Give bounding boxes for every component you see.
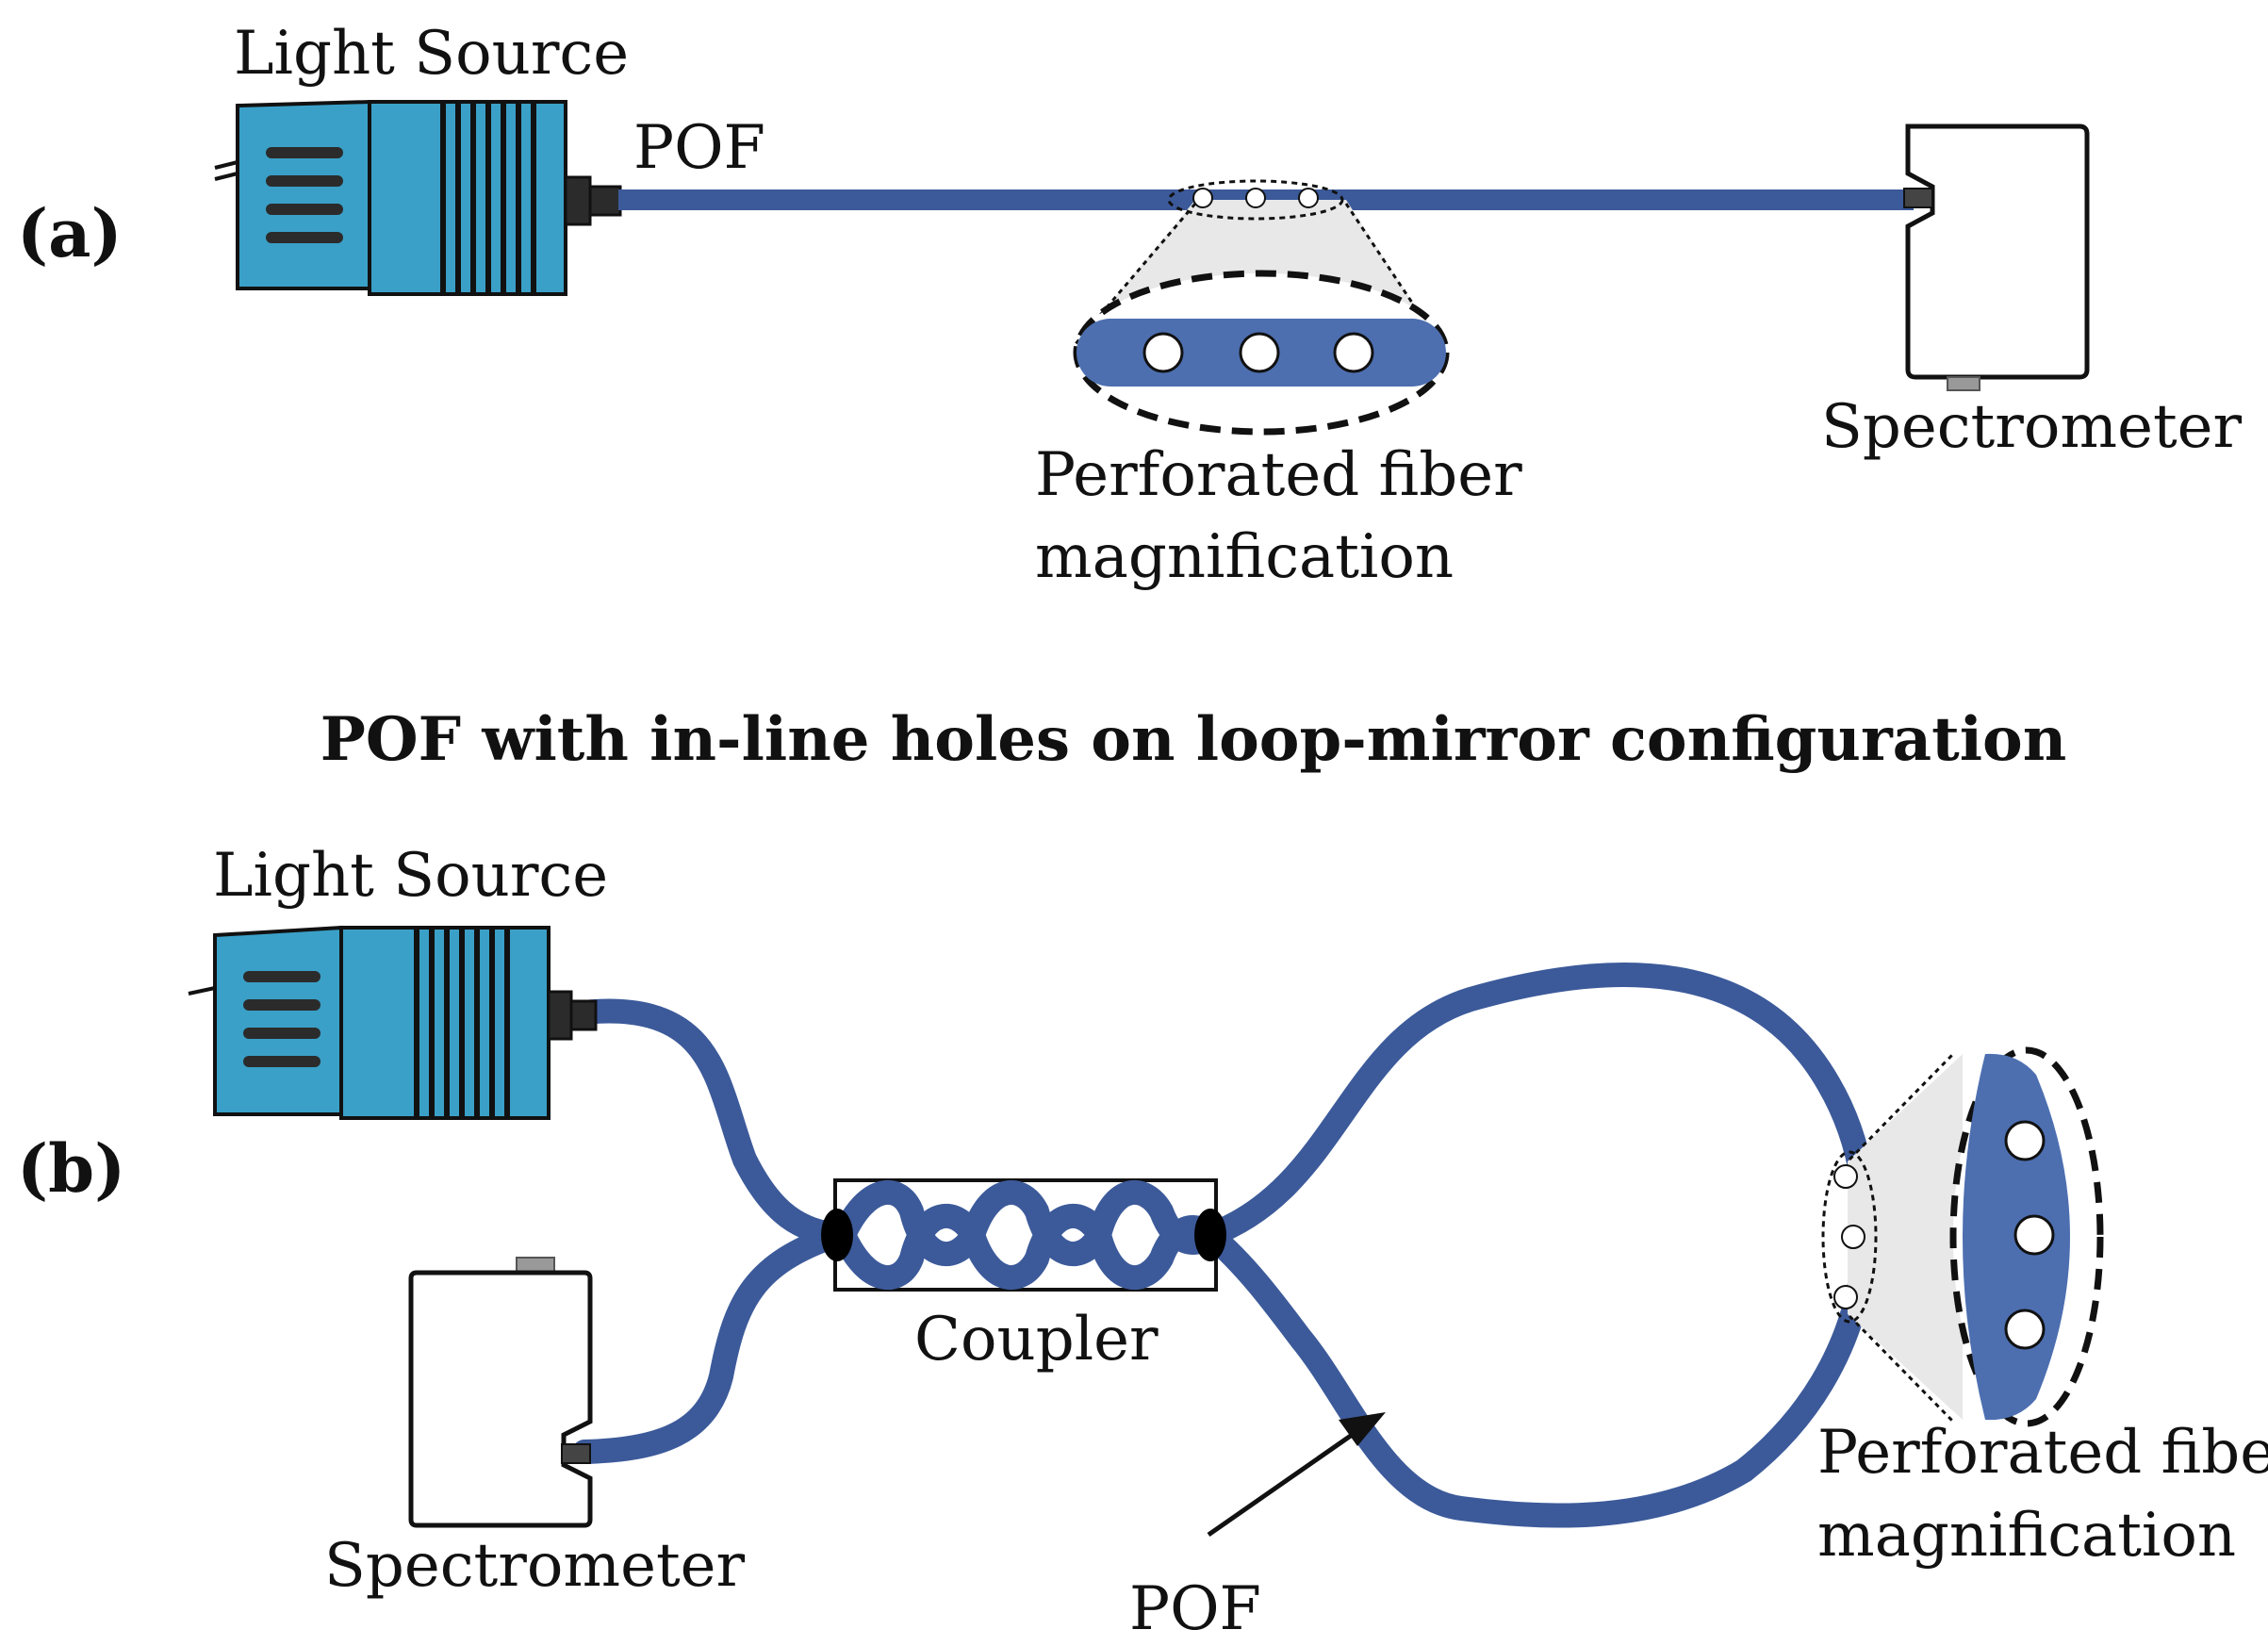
- light-source-b-label: Light Source: [213, 841, 608, 911]
- spectrometer-b: [408, 1257, 593, 1528]
- magnifier-b-label-line1: Perforated fiber: [1817, 1418, 2268, 1488]
- spectrometer-a: [1903, 123, 2090, 391]
- coupler: [821, 1178, 1226, 1292]
- spectrometer-b-label: Spectrometer: [324, 1531, 746, 1601]
- magnifier-a: [1073, 179, 1450, 436]
- spectrometer-a-label: Spectrometer: [1821, 392, 2243, 462]
- fiber-b-label: POF: [1129, 1574, 1261, 1644]
- pof-arrow: [1207, 1412, 1386, 1538]
- magnifier-a-label-line1: Perforated fiber: [1035, 440, 1522, 510]
- fiber-b: [570, 963, 1879, 1528]
- light-source-a-label: Light Source: [234, 19, 629, 89]
- coupler-label: Coupler: [914, 1305, 1159, 1374]
- configuration-heading: POF with in-line holes on loop-mirror co…: [320, 704, 2066, 775]
- light-source-b: [188, 925, 598, 1120]
- light-source-a: [214, 99, 622, 296]
- magnifier-b: [1821, 1046, 2104, 1427]
- magnifier-b-label-line2: magnification: [1817, 1501, 2236, 1571]
- panel-a-label: (a): [17, 194, 123, 272]
- magnifier-a-label-line2: magnification: [1035, 522, 1454, 592]
- panel-b: (b): [17, 841, 2268, 1644]
- panel-a: (a) Light Source P: [17, 19, 2243, 592]
- panel-b-label: (b): [17, 1129, 125, 1208]
- fiber-a-label: POF: [633, 113, 765, 183]
